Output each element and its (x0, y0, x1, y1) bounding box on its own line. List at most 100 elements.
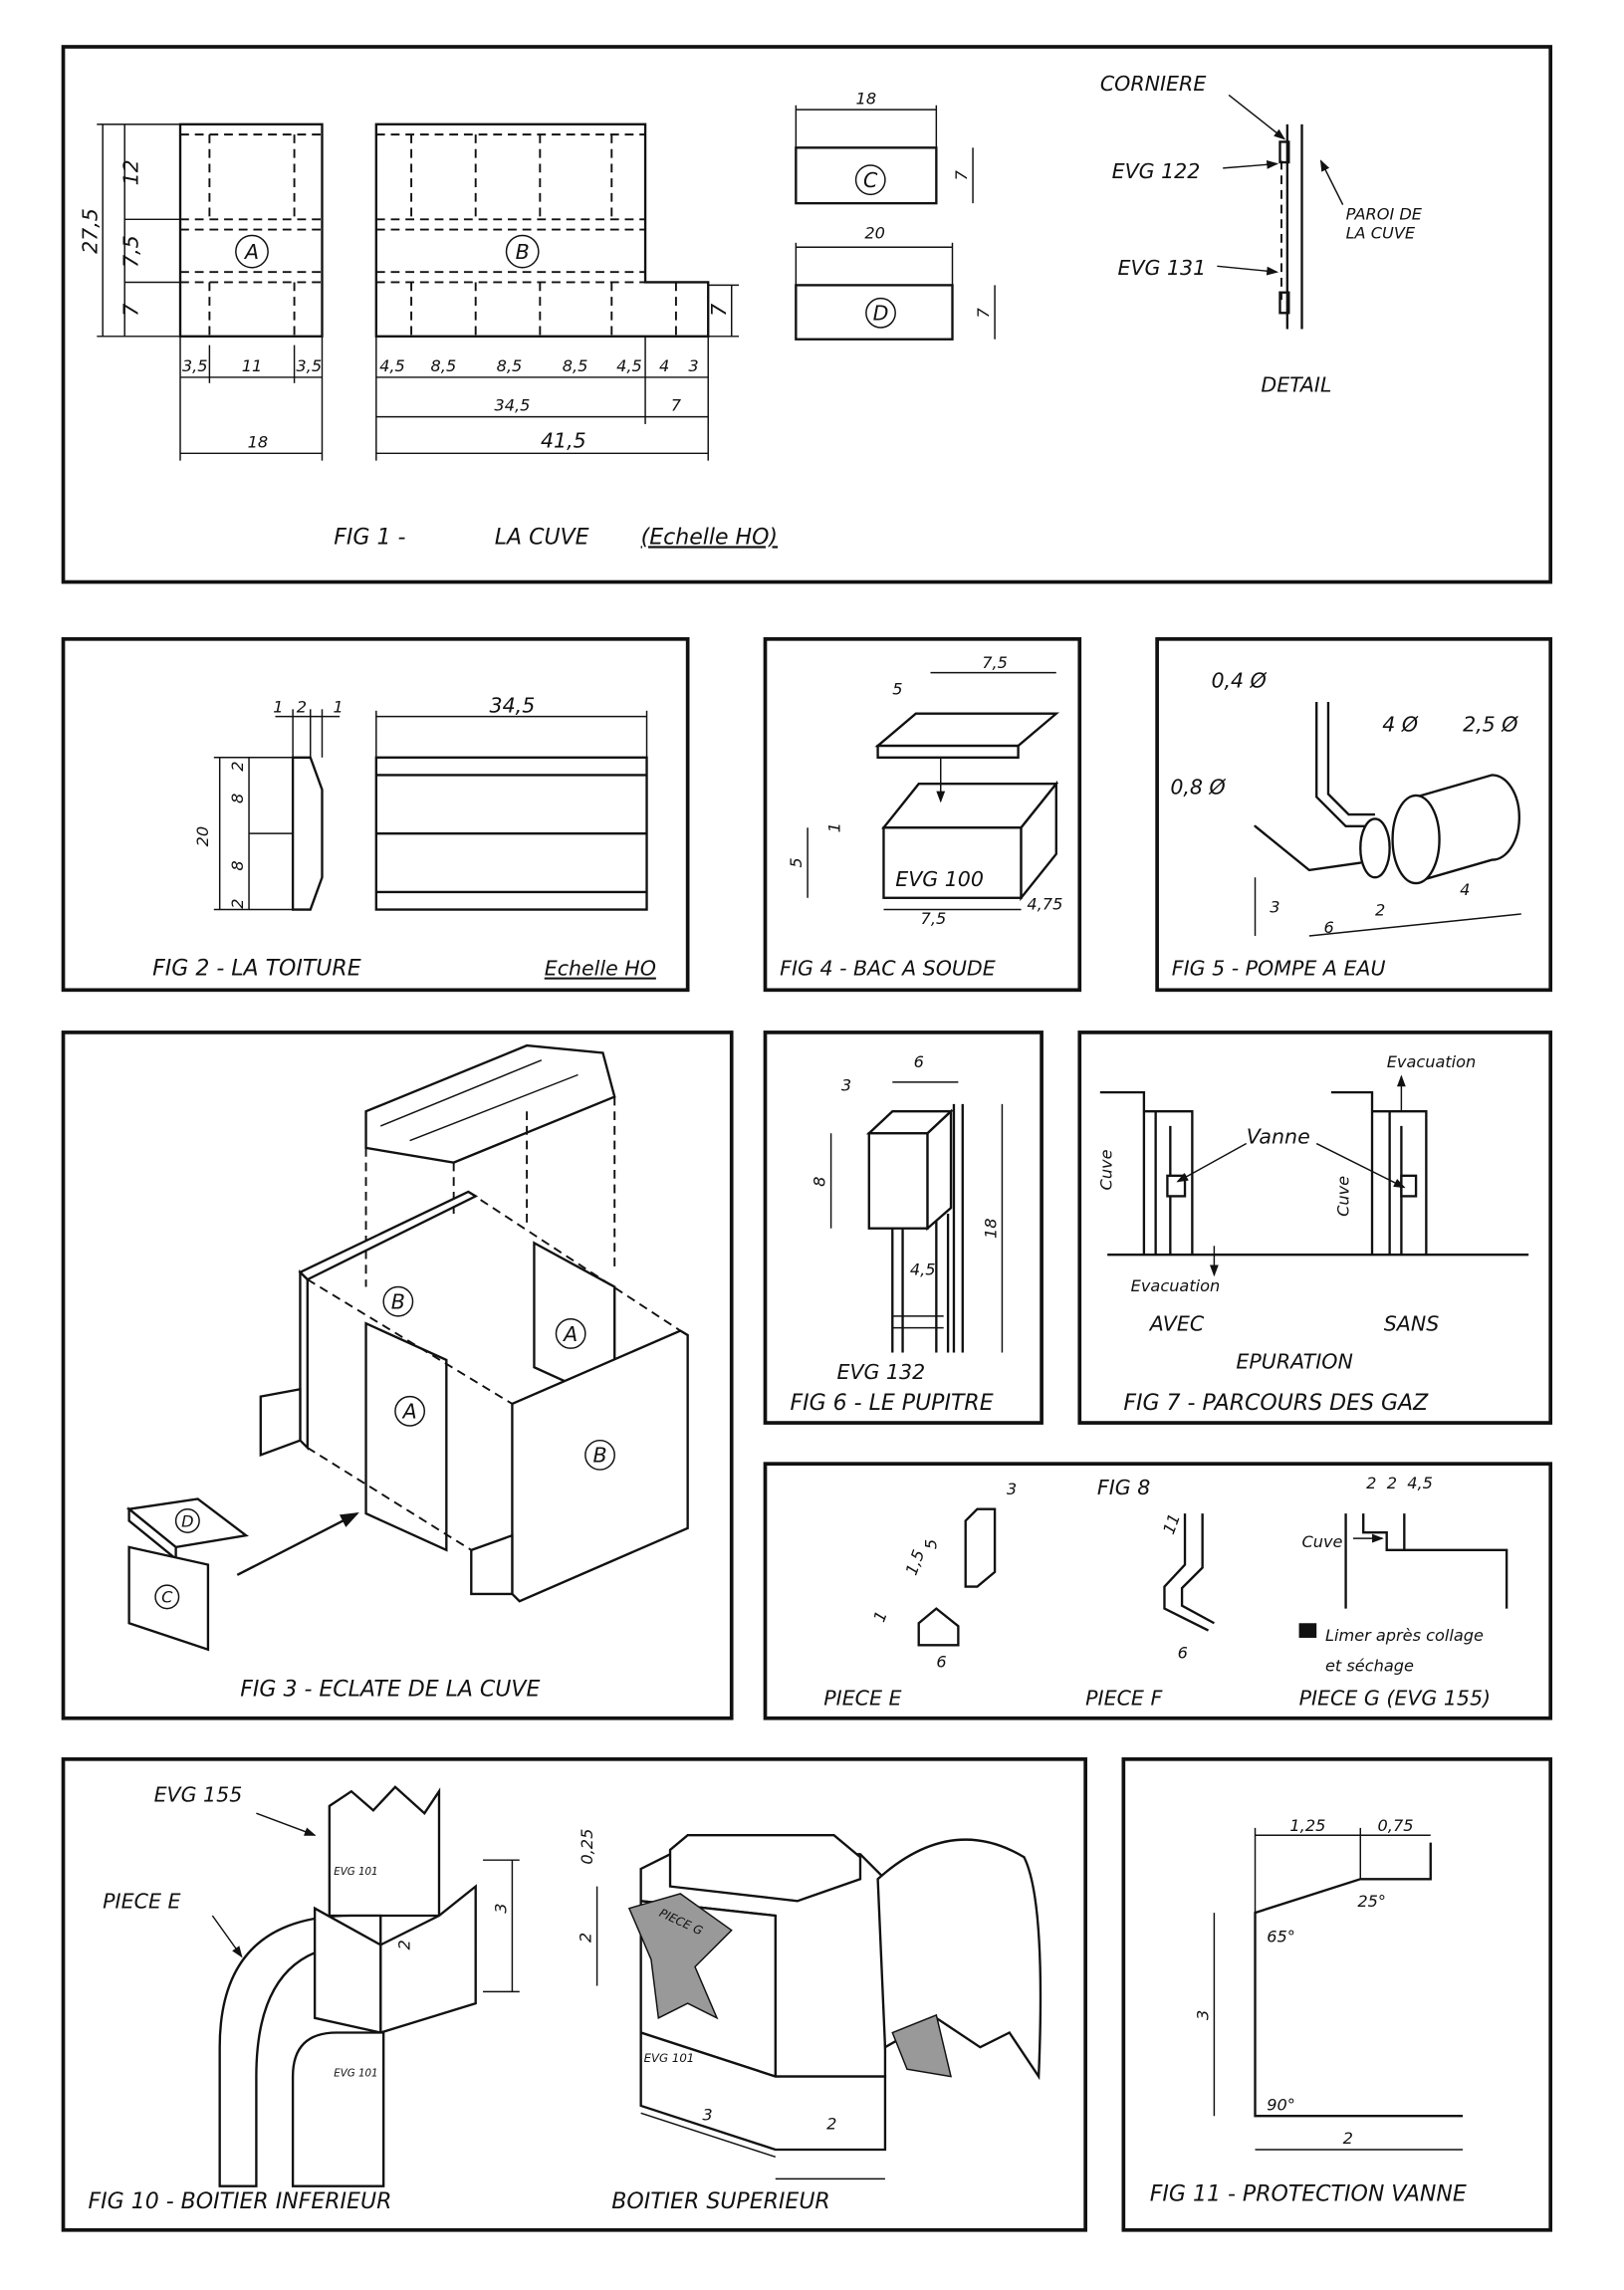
dim: 5 (921, 1539, 940, 1549)
label-avec: AVEC (1148, 1312, 1205, 1336)
dim-width: 18 (248, 432, 269, 451)
dim-b-w: 8,5 (563, 356, 588, 375)
dim: 5 (892, 680, 902, 699)
label-evacuation: Evacuation (1387, 1052, 1477, 1071)
dim: 3 (1270, 897, 1279, 916)
dim-diameter: 0,8 Ø (1170, 776, 1226, 800)
label-evg-122: EVG 122 (1112, 159, 1201, 183)
dim: 0,25 (578, 1829, 596, 1865)
dim-d-w: 20 (864, 223, 885, 242)
dim: 6 (1178, 1644, 1188, 1663)
fig1-caption-title: LA CUVE (495, 525, 589, 550)
label-vanne: Vanne (1247, 1125, 1310, 1149)
dim: 18 (982, 1218, 1001, 1239)
dim: 2 (1343, 2129, 1353, 2148)
dim: 3 (1194, 2010, 1213, 2020)
dim: 0,75 (1378, 1816, 1414, 1835)
label-evg-131: EVG 131 (1117, 256, 1206, 280)
fig3-panel: B A A B D C FIG 3 - ECLATE DE LA CUVE (61, 1030, 734, 1720)
dim-length: 34,5 (490, 693, 536, 717)
dim: 2 (297, 697, 307, 716)
dim: 2 (228, 899, 247, 909)
dim: 1 (273, 697, 283, 716)
label-a: A (243, 240, 259, 264)
label-cuve: Cuve (1302, 1532, 1343, 1551)
label-b: B (516, 240, 530, 264)
label-evg-101: EVG 101 (334, 2068, 377, 2080)
note-drying: et séchage (1325, 1657, 1414, 1676)
label-piece-e: PIECE E (823, 1687, 901, 1711)
dim: 6 (1324, 918, 1334, 937)
label-evg-101: EVG 101 (334, 1866, 377, 1878)
label-piece-f: PIECE F (1085, 1687, 1163, 1711)
fig8-title: FIG 8 (1097, 1476, 1150, 1499)
angle: 90° (1267, 2095, 1295, 2114)
label-cuve: Cuve (1097, 1149, 1116, 1190)
fig1-caption-scale: (Echelle HO) (641, 525, 778, 550)
fig7-caption: FIG 7 - PARCOURS DES GAZ (1123, 1391, 1429, 1416)
fig11-panel: 1,25 0,75 3 2 65° 25° 90° FIG 11 - PROTE… (1121, 1757, 1553, 2232)
dim-w3: 3,5 (296, 356, 322, 375)
dim-b-w: 8,5 (497, 356, 523, 375)
dim-diameter: 4 Ø (1382, 712, 1419, 736)
dim-b-w: 4,5 (616, 356, 642, 375)
note-file: Limer après collage (1325, 1626, 1484, 1645)
dim: 6 (914, 1052, 924, 1071)
angle: 25° (1357, 1892, 1386, 1911)
dim: 4,5 (1407, 1474, 1433, 1492)
dim: 8 (811, 1177, 829, 1187)
fig4-caption: FIG 4 - BAC A SOUDE (780, 957, 996, 981)
fig2-caption: FIG 2 - LA TOITURE (152, 957, 361, 982)
dim-b-sub2: 7 (671, 396, 682, 415)
label-d: D (873, 302, 889, 326)
fig1-caption-number: FIG 1 - (334, 525, 405, 550)
dim-height: 20 (193, 826, 212, 847)
label-c: C (863, 168, 878, 192)
part-b-plan: B 7 4,5 8,5 8,5 8,5 4,5 4 3 34,5 7 41,5 (374, 122, 740, 461)
corner-detail: CORNIERE EVG 122 EVG 131 PAROI DE LA CUV… (1100, 72, 1423, 397)
dim-h3: 7 (118, 304, 142, 317)
fig11-caption: FIG 11 - PROTECTION VANNE (1150, 2181, 1467, 2206)
part-c-plan: 18 7 C (795, 89, 974, 205)
dim-w1: 3,5 (182, 356, 208, 375)
label-evacuation: Evacuation (1131, 1276, 1221, 1295)
fig2-panel: 1 2 1 20 2 8 8 2 34,5 FIG 2 - LA TOITURE… (61, 636, 690, 993)
label-b: B (391, 1289, 405, 1313)
dim: 11 (1159, 1511, 1184, 1537)
dim: 2 (1366, 1474, 1376, 1492)
fig10-panel: 3 2 EVG 155 PIECE E EVG 101 EVG 101 0,25… (61, 1757, 1087, 2232)
dim: 3 (841, 1076, 851, 1095)
dim: 8 (228, 794, 247, 803)
dim: 1,5 (902, 1547, 929, 1578)
dim: 2 (826, 2114, 836, 2133)
dim-h2: 7,5 (118, 235, 142, 268)
label-corniere: CORNIERE (1100, 72, 1206, 96)
dim: 8 (228, 860, 247, 870)
label-a: A (562, 1322, 578, 1346)
dim: 5 (787, 857, 806, 867)
label-d: D (181, 1511, 193, 1530)
fig1-panel: A 27,5 12 7,5 7 3,5 11 3,5 18 B (61, 45, 1553, 584)
fig10-caption-upper: BOITIER SUPERIEUR (611, 2189, 829, 2214)
label-piece-g: PIECE G (EVG 155) (1299, 1687, 1492, 1711)
label-a: A (401, 1400, 417, 1424)
angle: 65° (1267, 1927, 1295, 1946)
dim-diameter: 2,5 Ø (1463, 712, 1518, 736)
fig8-panel: FIG 8 3 5 1,5 1 6 11 6 2 2 4,5 Cuve Lime… (763, 1462, 1553, 1720)
dim-d-h: 7 (974, 307, 993, 318)
fig7-panel: Evacuation Vanne Cuve Cuve Evacuation AV… (1077, 1030, 1553, 1425)
dim: 2 (395, 1940, 414, 1949)
dim-c-h: 7 (952, 169, 971, 180)
dim-diameter: 0,4 Ø (1211, 668, 1267, 692)
dim: 4 (1460, 880, 1470, 899)
dim-b-w: 4 (659, 356, 669, 375)
part-d-plan: 20 7 D (795, 223, 996, 341)
dim-b-w: 8,5 (431, 356, 457, 375)
dim: 2 (1387, 1474, 1397, 1492)
fig3-caption: FIG 3 - ECLATE DE LA CUVE (240, 1678, 540, 1703)
dim: 6 (936, 1652, 946, 1671)
file-marker-icon (1298, 1623, 1317, 1638)
fig5-panel: 0,4 Ø 0,8 Ø 4 Ø 2,5 Ø 3 6 2 4 FIG 5 - PO… (1155, 636, 1553, 993)
dim-b-w: 3 (688, 356, 698, 375)
dim: 3 (492, 1904, 511, 1914)
